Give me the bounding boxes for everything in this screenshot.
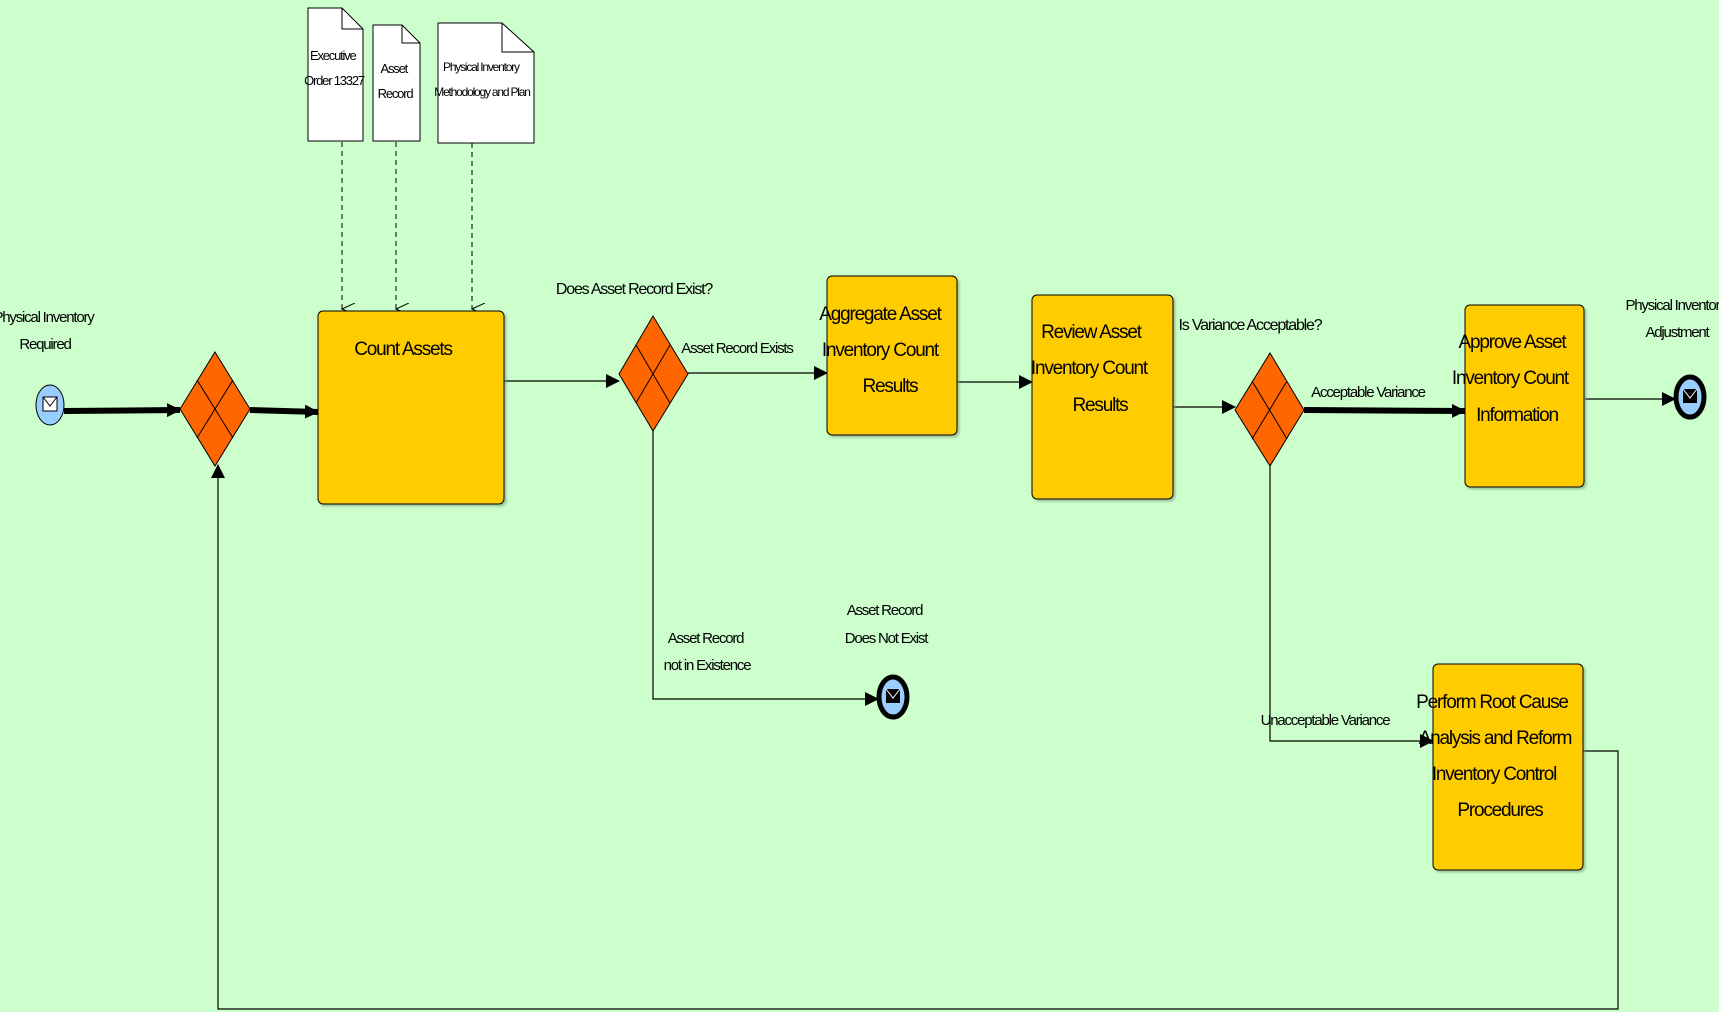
start-event-label: Physical Inventory Required bbox=[0, 309, 97, 353]
gateway-record-exists-label: Does Asset Record Exist? bbox=[556, 281, 713, 298]
flow-label-unacceptable: Unacceptable Variance bbox=[1261, 712, 1391, 729]
flow-acceptable-variance[interactable] bbox=[1303, 403, 1466, 418]
end-event-adjustment[interactable] bbox=[1673, 374, 1707, 420]
task-review-results[interactable]: Review Asset Inventory Count Results bbox=[1031, 294, 1174, 500]
task-review-results-label: Review Asset Inventory Count Results bbox=[1031, 322, 1151, 416]
flow-record-not-exist[interactable] bbox=[652, 429, 879, 706]
document-methodology-label: Physical Inventory Methodology and Plan bbox=[434, 60, 530, 99]
gateway-merge[interactable] bbox=[179, 351, 251, 467]
flow-merge-to-count[interactable] bbox=[249, 404, 319, 419]
task-root-cause-analysis[interactable]: Perform Root Cause Analysis and Reform I… bbox=[1416, 663, 1584, 871]
document-asset-record-label: Asset Record bbox=[378, 61, 414, 101]
task-root-cause-analysis-label: Perform Root Cause Analysis and Reform I… bbox=[1416, 692, 1575, 821]
task-approve-information-label: Approve Asset Inventory Count Informatio… bbox=[1452, 332, 1572, 426]
envelope-filled-icon bbox=[885, 688, 901, 703]
connectors bbox=[63, 142, 1676, 1010]
task-count-assets-label: Count Assets bbox=[354, 339, 452, 360]
flow-loop-back[interactable] bbox=[211, 464, 1619, 1010]
flow-unacceptable-variance[interactable] bbox=[1269, 462, 1434, 748]
task-aggregate-results[interactable]: Aggregate Asset Inventory Count Results bbox=[819, 275, 958, 436]
end-event-not-exist[interactable] bbox=[876, 674, 910, 720]
gateway-variance[interactable] bbox=[1234, 352, 1305, 467]
envelope-filled-icon bbox=[1682, 388, 1698, 403]
flow-label-record-exists: Asset Record Exists bbox=[681, 340, 793, 357]
flow-start-to-merge[interactable] bbox=[63, 403, 181, 418]
start-event[interactable] bbox=[35, 384, 65, 426]
end-event-adjustment-label: Physical Inventory Adjustment bbox=[1625, 297, 1719, 341]
end-event-not-exist-label: Asset Record Does Not Exist bbox=[845, 602, 929, 647]
document-asset-record[interactable]: Asset Record bbox=[372, 24, 421, 142]
flow-label-acceptable: Acceptable Variance bbox=[1311, 384, 1426, 401]
document-methodology[interactable]: Physical Inventory Methodology and Plan bbox=[434, 22, 535, 144]
gateway-record-exists[interactable] bbox=[618, 315, 689, 432]
task-approve-information[interactable]: Approve Asset Inventory Count Informatio… bbox=[1452, 304, 1585, 488]
task-count-assets[interactable]: Count Assets bbox=[317, 310, 505, 505]
gateway-variance-label: Is Variance Acceptable? bbox=[1179, 317, 1323, 334]
task-aggregate-results-label: Aggregate Asset Inventory Count Results bbox=[819, 304, 945, 397]
flow-label-not-in-existence: Asset Record not in Existence bbox=[664, 630, 752, 674]
document-exec-order-label: Executive Order 13327 bbox=[304, 48, 365, 88]
document-exec-order[interactable]: Executive Order 13327 bbox=[304, 7, 366, 142]
envelope-icon bbox=[42, 396, 58, 412]
